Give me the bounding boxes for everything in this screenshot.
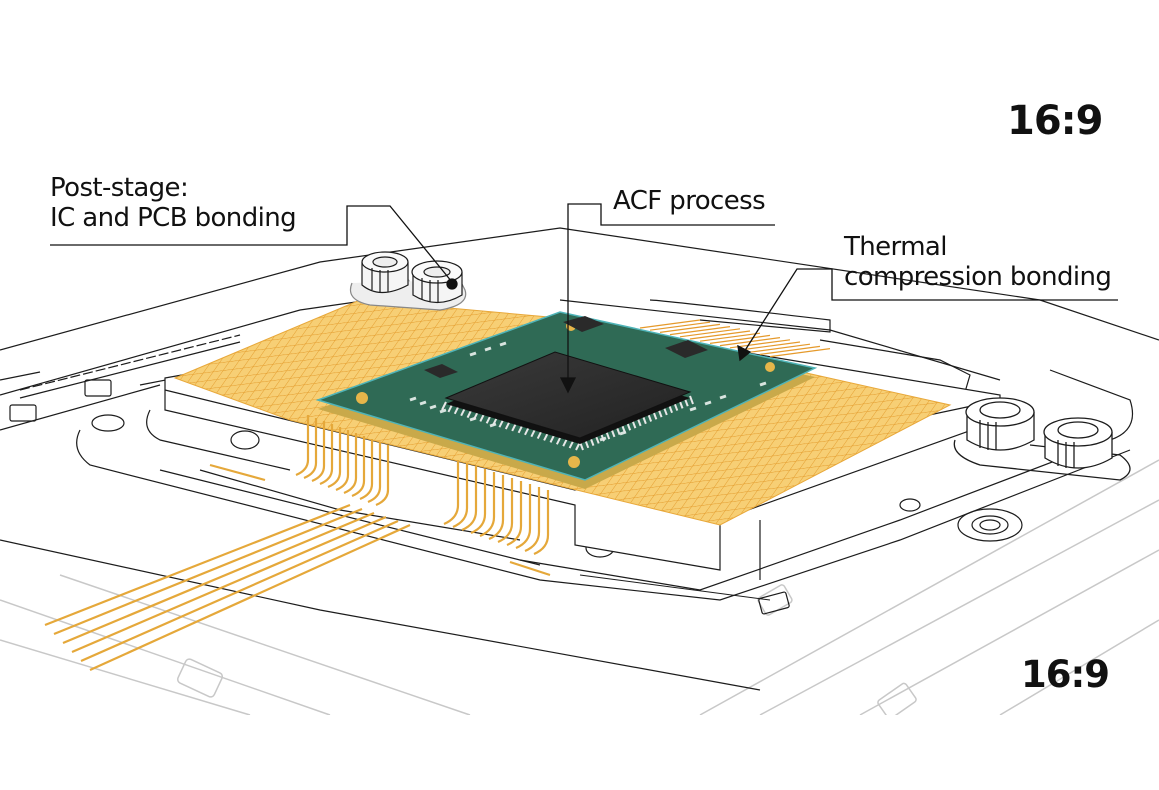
smd-component — [419, 400, 427, 406]
callout-acf-process: ACF process — [613, 186, 766, 216]
lead-wire — [359, 439, 374, 501]
pcb-trace — [689, 330, 751, 340]
lead-trace — [209, 463, 266, 482]
lead-wire — [497, 478, 514, 544]
lead-trace — [53, 507, 363, 636]
lead-wire — [335, 430, 350, 492]
chip-pin — [441, 401, 447, 411]
lead-wire — [311, 421, 326, 483]
lead-wire — [488, 475, 505, 541]
chip-pin — [689, 395, 694, 405]
lead-wire — [443, 460, 460, 526]
flex-leads — [44, 415, 551, 672]
lead-trace — [509, 560, 551, 577]
aspect-ratio-label-bottom: 16:9 — [1021, 653, 1110, 696]
callout-acf-line1: ACF process — [613, 186, 766, 216]
callout-post-stage-line1: Post-stage: — [50, 173, 189, 203]
lead-wire — [515, 484, 532, 550]
post-stage-leader — [50, 205, 453, 283]
pcb-trace — [769, 348, 831, 358]
callout-thermal-compression: Thermal compression bonding — [844, 232, 1112, 293]
callout-post-stage-line2: IC and PCB bonding — [50, 203, 297, 234]
connector-pair-left — [349, 251, 467, 311]
pcb-trace — [759, 345, 821, 355]
thermal-leader — [743, 268, 1118, 353]
callout-leaders — [50, 203, 1118, 394]
lead-trace — [89, 523, 411, 672]
acf-leader — [567, 203, 775, 380]
callout-post-stage: Post-stage: IC and PCB bonding — [50, 173, 297, 234]
lead-wire — [295, 415, 310, 477]
lead-wire — [452, 463, 469, 529]
lead-wire — [461, 466, 478, 532]
bottom-margin — [0, 715, 1159, 786]
smd-component — [469, 351, 477, 357]
pcb-trace — [669, 326, 731, 336]
lead-wire — [319, 424, 334, 486]
lead-trace — [71, 515, 387, 654]
lead-wire — [303, 418, 318, 480]
lead-trace — [80, 519, 399, 663]
smd-component — [439, 408, 447, 414]
aspect-ratio-label-top: 16:9 — [1007, 98, 1103, 144]
pcb-trace — [659, 323, 721, 333]
callout-thermal-line2: compression bonding — [844, 262, 1112, 293]
lead-wire — [375, 445, 390, 507]
lead-wire — [343, 433, 358, 495]
smd-component — [409, 396, 417, 402]
ic-chip — [441, 351, 694, 451]
smd-component — [499, 341, 507, 347]
smd-component — [704, 400, 712, 406]
lead-wire — [506, 481, 523, 547]
pcb-trace — [649, 321, 711, 331]
lead-trace — [44, 503, 351, 627]
pcb-trace — [709, 334, 771, 344]
pcb-trace — [639, 319, 701, 329]
lead-wire — [524, 487, 541, 553]
lead-wire — [479, 472, 496, 538]
acf-leader-arrow — [559, 377, 577, 394]
smd-component — [759, 381, 767, 387]
lead-wire — [470, 469, 487, 535]
lead-wire — [533, 490, 550, 556]
smd-component — [689, 406, 697, 412]
smd-component — [719, 394, 727, 400]
smd-component — [484, 346, 492, 352]
post-stage-leader-dot — [446, 278, 458, 290]
lead-trace — [62, 511, 375, 645]
pcb-trace — [739, 341, 801, 351]
pcb-trace — [679, 328, 741, 338]
lead-wire — [327, 427, 342, 489]
smd-component — [429, 404, 437, 410]
fixture-outline-faint — [0, 459, 1159, 720]
callout-thermal-line1: Thermal — [844, 232, 947, 262]
lead-wire — [367, 442, 382, 504]
connector-pair-right — [953, 397, 1131, 481]
pcb-trace — [699, 332, 761, 342]
thermal-leader-arrow — [737, 344, 752, 362]
lead-wire — [351, 436, 366, 498]
pcb-trace — [749, 343, 811, 353]
